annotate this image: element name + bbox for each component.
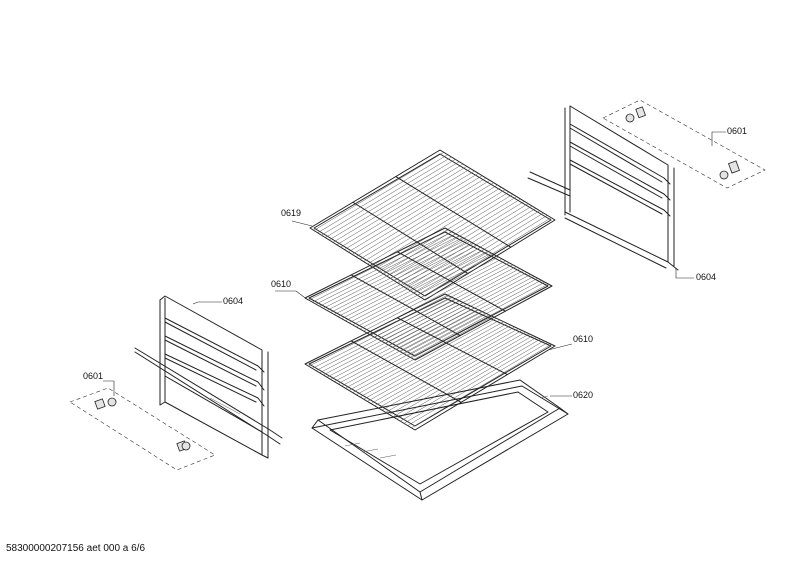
wire-rack-top	[309, 149, 556, 301]
side-rail-left	[134, 295, 283, 459]
wire-rack-middle	[304, 227, 553, 361]
label-lower-rack: 0610	[573, 334, 593, 344]
wire-rack-lower	[304, 293, 556, 431]
clip-group-right	[602, 99, 766, 189]
label-baking-tray: 0620	[573, 390, 593, 400]
label-right-clips: 0601	[727, 126, 747, 136]
label-right-rail: 0604	[696, 272, 716, 282]
document-footer: 58300000207156 aet 000 a 6/6	[6, 543, 146, 554]
clip-group-left	[69, 387, 216, 471]
label-left-clips: 0601	[83, 371, 103, 381]
label-middle-rack: 0610	[271, 279, 291, 289]
side-rail-right	[527, 105, 679, 271]
baking-tray	[311, 379, 569, 501]
label-left-rail: 0604	[223, 296, 243, 306]
label-top-rack: 0619	[281, 208, 301, 218]
